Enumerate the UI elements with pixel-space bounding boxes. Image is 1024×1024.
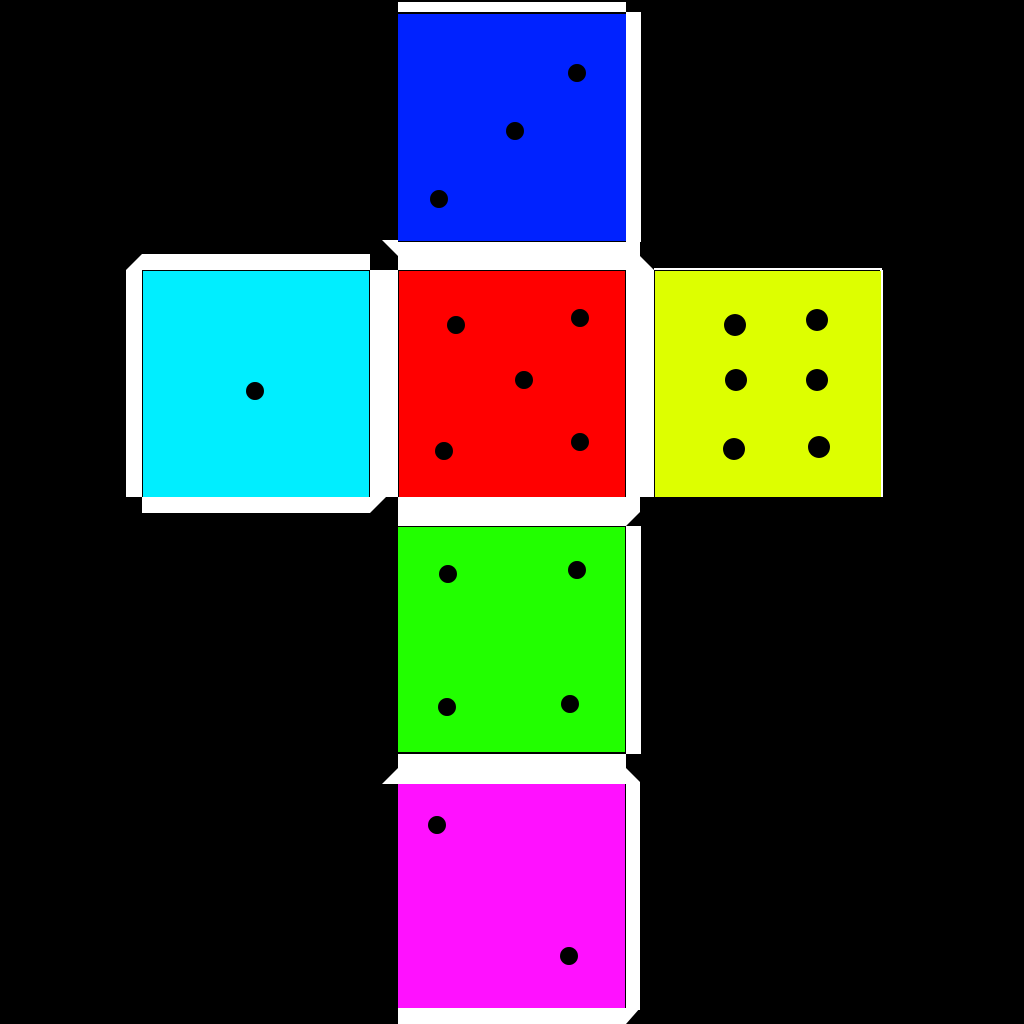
face-lower-pip-1	[439, 565, 457, 583]
tab-right-corner	[626, 242, 654, 270]
face-center-pip-3	[515, 371, 533, 389]
faces	[143, 14, 881, 1008]
tab-top-edge	[398, 2, 626, 12]
tab-right-top	[654, 268, 882, 270]
face-bottom-pip-1	[428, 816, 446, 834]
face-right-pip-5	[723, 438, 745, 460]
face-lower-pip-4	[561, 695, 579, 713]
tab-center-lower-corner	[626, 497, 640, 526]
face-top-pip-1	[568, 64, 586, 82]
face-top-pip-3	[430, 190, 448, 208]
face-center-square	[399, 271, 625, 497]
face-right-pip-3	[725, 369, 747, 391]
face-center-pip-2	[571, 309, 589, 327]
face-lower-pip-3	[438, 698, 456, 716]
face-left	[143, 271, 369, 497]
face-left-pip-1	[246, 382, 264, 400]
tab-left-bottom	[142, 497, 386, 513]
tab-lower-bottom	[382, 754, 626, 784]
tab-right-edge	[880, 270, 883, 497]
face-lower-pip-2	[568, 561, 586, 579]
tab-lower-right	[626, 526, 641, 754]
face-top-pip-2	[506, 122, 524, 140]
face-bottom	[398, 784, 625, 1008]
face-right-pip-6	[808, 436, 830, 458]
face-center-pip-4	[435, 442, 453, 460]
tab-center-right	[626, 270, 654, 497]
tab-center-lower	[398, 497, 626, 526]
face-right-pip-4	[806, 369, 828, 391]
tab-top-center	[398, 242, 626, 270]
tab-bottom-right	[626, 768, 640, 1010]
face-center	[399, 271, 625, 497]
face-center-pip-5	[571, 433, 589, 451]
face-right-pip-2	[806, 309, 828, 331]
face-bottom-pip-2	[560, 947, 578, 965]
face-lower	[398, 527, 625, 752]
face-right	[655, 271, 881, 497]
tab-top-right	[626, 12, 641, 242]
face-lower-square	[398, 527, 625, 752]
face-center-pip-1	[447, 316, 465, 334]
glue-tabs	[126, 2, 883, 1024]
tab-bottom-edge	[398, 1008, 640, 1024]
face-top	[398, 14, 626, 241]
face-right-pip-1	[724, 314, 746, 336]
face-right-square	[655, 271, 881, 497]
tab-left-center	[370, 270, 398, 497]
